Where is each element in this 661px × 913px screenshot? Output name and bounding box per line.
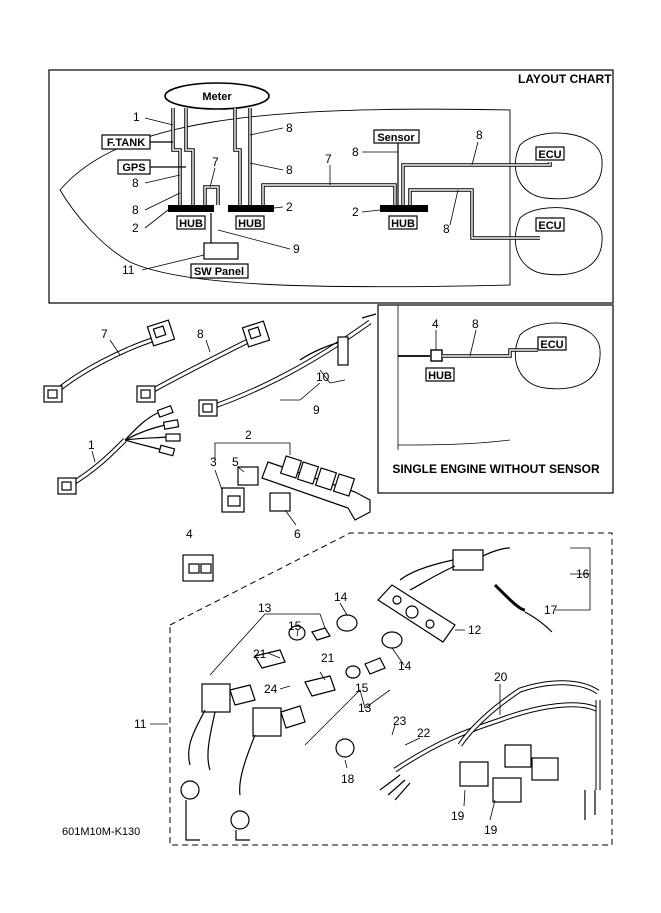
part-leaders <box>91 339 591 821</box>
layout-chart-title: LAYOUT CHART <box>518 72 612 86</box>
callout-8e: 8 <box>352 145 359 159</box>
part-num-15b: 15 <box>355 681 369 695</box>
cable-1 <box>57 405 181 495</box>
ecu-label-2: ECU <box>538 220 561 232</box>
boat-hull-outline <box>59 108 511 288</box>
cable-7 <box>43 319 176 403</box>
switch-16-17 <box>399 547 553 633</box>
gps-label: GPS <box>122 162 145 174</box>
part-num-12: 12 <box>468 623 482 637</box>
inset-engine-outline <box>514 322 601 390</box>
part-num-21b: 21 <box>321 651 335 665</box>
part-num-14b: 14 <box>398 659 412 673</box>
part-num-13b: 13 <box>358 701 372 715</box>
single-engine-inset: HUB ECU 4 8 SINGLE ENGINE WITHOUT SENSOR <box>377 304 614 494</box>
callout-8a: 8 <box>286 121 293 135</box>
hub-label-2: HUB <box>238 218 262 230</box>
part-num-10: 10 <box>316 370 330 384</box>
part-num-19b: 19 <box>484 823 498 837</box>
part-num-11: 11 <box>134 717 147 731</box>
part-num-8: 8 <box>197 327 204 341</box>
callout-8d: 8 <box>132 203 139 217</box>
callout-11: 11 <box>122 263 135 277</box>
part-num-24: 24 <box>264 682 278 696</box>
callout-7b: 7 <box>325 152 332 166</box>
ftank-label: F.TANK <box>107 137 145 149</box>
part-num-6: 6 <box>294 527 301 541</box>
hub-label-1: HUB <box>179 218 203 230</box>
part-numbers: 7 8 9 10 1 2 3 5 6 4 13 14 15 12 16 17 2… <box>88 327 590 837</box>
cable-9 <box>198 313 377 417</box>
engine-outline-top <box>514 132 603 200</box>
part-num-7: 7 <box>101 327 108 341</box>
inset-title: SINGLE ENGINE WITHOUT SENSOR <box>392 462 600 476</box>
callout-1: 1 <box>133 110 140 124</box>
callout-2c: 2 <box>352 205 359 219</box>
part-num-9: 9 <box>313 403 320 417</box>
engine-outline-bottom <box>514 207 603 276</box>
layout-chart-panel: LAYOUT CHART Meter F.TANK GP <box>48 69 614 304</box>
callout-8c: 8 <box>286 163 293 177</box>
sw-panel-group <box>169 532 613 846</box>
meter-ellipse <box>164 82 270 110</box>
drawing-code: 601M10M-K130 <box>62 826 140 838</box>
part-num-18: 18 <box>341 772 355 786</box>
hub-assembly <box>182 455 371 582</box>
part-num-21a: 21 <box>253 647 267 661</box>
callout-8g: 8 <box>443 222 450 236</box>
hub-label-3: HUB <box>391 218 415 230</box>
part-num-14a: 14 <box>334 590 348 604</box>
inset-hub-label: HUB <box>428 370 452 382</box>
sw-panel-label: SW Panel <box>194 266 244 278</box>
part-num-17: 17 <box>544 603 558 617</box>
part-num-15a: 15 <box>288 619 302 633</box>
part-num-13a: 13 <box>258 601 272 615</box>
callout-9: 9 <box>293 242 300 256</box>
part-num-20: 20 <box>494 670 508 684</box>
part-num-19a: 19 <box>451 809 465 823</box>
meter-label: Meter <box>202 91 232 103</box>
part-num-5: 5 <box>232 455 239 469</box>
part-num-23: 23 <box>393 714 407 728</box>
ecu-label-1: ECU <box>538 149 561 161</box>
harness-20 <box>379 680 601 820</box>
inset-callout-8: 8 <box>472 317 479 331</box>
part-num-3: 3 <box>210 455 217 469</box>
part-num-1: 1 <box>88 438 95 452</box>
callout-2b: 2 <box>286 200 293 214</box>
part-num-2: 2 <box>245 428 252 442</box>
part-num-4: 4 <box>186 527 193 541</box>
callout-8f: 8 <box>476 128 483 142</box>
panel-plate-12 <box>377 584 456 643</box>
callout-2a: 2 <box>132 221 139 235</box>
inset-callout-4: 4 <box>432 317 439 331</box>
callout-7a: 7 <box>212 155 219 169</box>
sensor-label: Sensor <box>377 132 415 144</box>
harness-11 <box>180 709 256 841</box>
callout-8b: 8 <box>132 176 139 190</box>
part-num-16: 16 <box>576 567 590 581</box>
cable-8 <box>136 320 271 403</box>
part-num-22: 22 <box>417 726 431 740</box>
inset-ecu-label: ECU <box>540 339 563 351</box>
switch-units-13-14-15 <box>201 614 403 758</box>
